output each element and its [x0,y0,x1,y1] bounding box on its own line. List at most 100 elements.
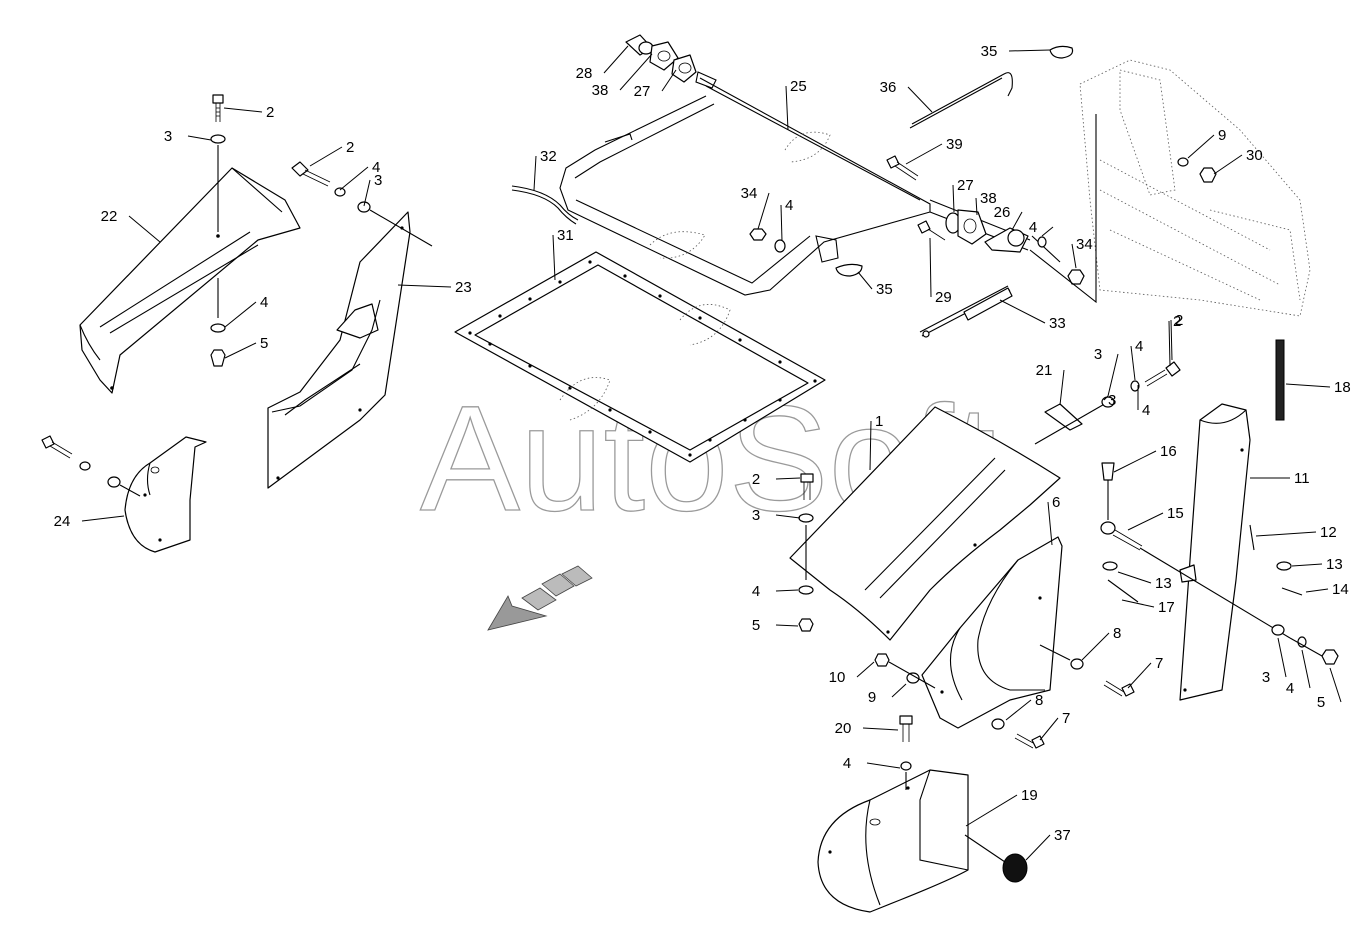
callout-label-2: 2 [266,104,274,121]
callout-label-38: 38 [980,190,997,207]
part-6-housing [921,536,1063,729]
machine-outline [1029,59,1311,317]
callout-label-35: 35 [981,43,998,60]
hardware-19 [899,715,1006,863]
callout-label-35: 35 [876,281,893,298]
callout-label-9: 9 [868,689,876,706]
callout-leader-line [905,143,943,165]
callout-label-32: 32 [540,148,557,165]
callout-leader-line [862,727,899,731]
callout-leader-line [1071,243,1077,269]
callout-leader-line [775,589,799,592]
callout-leader-line [397,284,452,288]
callout-label-31: 31 [557,227,574,244]
part-35-spring-lower [815,235,863,277]
hardware-24 [41,435,141,497]
callout-leader-line [603,45,629,74]
callout-label-4: 4 [372,159,380,176]
callout-label-37: 37 [1054,827,1071,844]
callout-leader-line [81,515,125,522]
hardware-frame [749,155,1085,285]
callout-label-4: 4 [1029,219,1037,236]
callout-leader-line [1081,632,1110,661]
part-24-guard [124,436,207,553]
callout-label-39: 39 [946,136,963,153]
callout-label-33: 33 [1049,315,1066,332]
callout-leader-line [775,624,799,627]
callout-label-24: 24 [54,513,71,530]
hardware-22 [210,94,226,367]
callout-label-10: 10 [829,669,846,686]
callout-label-4: 4 [1135,338,1143,355]
callout-leader-line [866,762,901,769]
callout-label-2: 2 [1173,313,1181,330]
part-23-panel [267,211,411,489]
callout-label-16: 16 [1160,443,1177,460]
callout-leader-line [1170,319,1173,361]
callout-leader-line [757,192,770,230]
callout-leader-line [224,342,257,359]
part-36-rod [909,72,1013,129]
callout-leader-line [1047,501,1053,546]
callout-leader-line [187,135,212,141]
callout-label-34: 34 [741,185,758,202]
callout-label-13: 13 [1326,556,1343,573]
hardware-1 [798,473,814,632]
callout-label-26: 26 [994,204,1011,221]
callout-leader-line [1130,345,1136,381]
callout-leader-line [965,794,1018,827]
callout-label-12: 12 [1320,524,1337,541]
callout-leader-line [869,420,872,471]
callout-label-6: 6 [1052,494,1060,511]
part-32-hose [511,185,579,225]
hardware-6 [991,644,1135,749]
direction-arrow [487,565,593,631]
callout-label-8: 8 [1113,625,1121,642]
part-11-cover [1179,403,1251,701]
callout-label-3: 3 [164,128,172,145]
callout-leader-line [775,514,801,519]
callout-label-22: 22 [101,208,118,225]
callout-leader-line [856,661,875,678]
callout-label-2: 2 [346,139,354,156]
part-1-panel [789,406,1061,641]
callout-leader-line [857,271,873,290]
callout-leader-line [1011,211,1023,231]
callout-leader-line [1041,226,1054,237]
callout-leader-line [1291,563,1323,567]
callout-leader-line [1127,512,1164,531]
callout-leader-line [1285,383,1331,388]
callout-leader-line [1329,667,1342,703]
hardware-23 [291,161,433,247]
callout-label-20: 20 [835,720,852,737]
callout-label-29: 29 [935,289,952,306]
callout-label-23: 23 [455,279,472,296]
callout-label-38: 38 [592,82,609,99]
part-31-gasket [454,251,826,463]
callout-label-34: 34 [1076,236,1093,253]
callout-leader-line [1005,699,1032,721]
callout-leader-line [619,53,653,91]
part-35-spring-top [1049,45,1074,59]
part-22-cover [79,167,301,394]
callout-leader-line [999,299,1046,324]
callout-label-5: 5 [1317,694,1325,711]
callout-leader-line [1213,154,1243,175]
callout-label-13: 13 [1155,575,1172,592]
callout-label-3: 3 [1108,392,1116,409]
callout-label-18: 18 [1334,379,1351,396]
callout-leader-line [907,86,933,113]
callout-label-2: 2 [752,471,760,488]
part-37-plug [1002,853,1028,883]
callout-leader-line [1117,571,1152,584]
callout-label-4: 4 [1142,402,1150,419]
callout-leader-line [1255,531,1317,537]
callout-leader-line [223,107,263,113]
callout-leader-line [1168,320,1171,367]
callout-leader-line [1113,450,1157,473]
callout-leader-line [1008,49,1051,52]
callout-leader-line [775,477,801,480]
callout-label-9: 9 [1218,127,1226,144]
callout-label-21: 21 [1036,362,1053,379]
